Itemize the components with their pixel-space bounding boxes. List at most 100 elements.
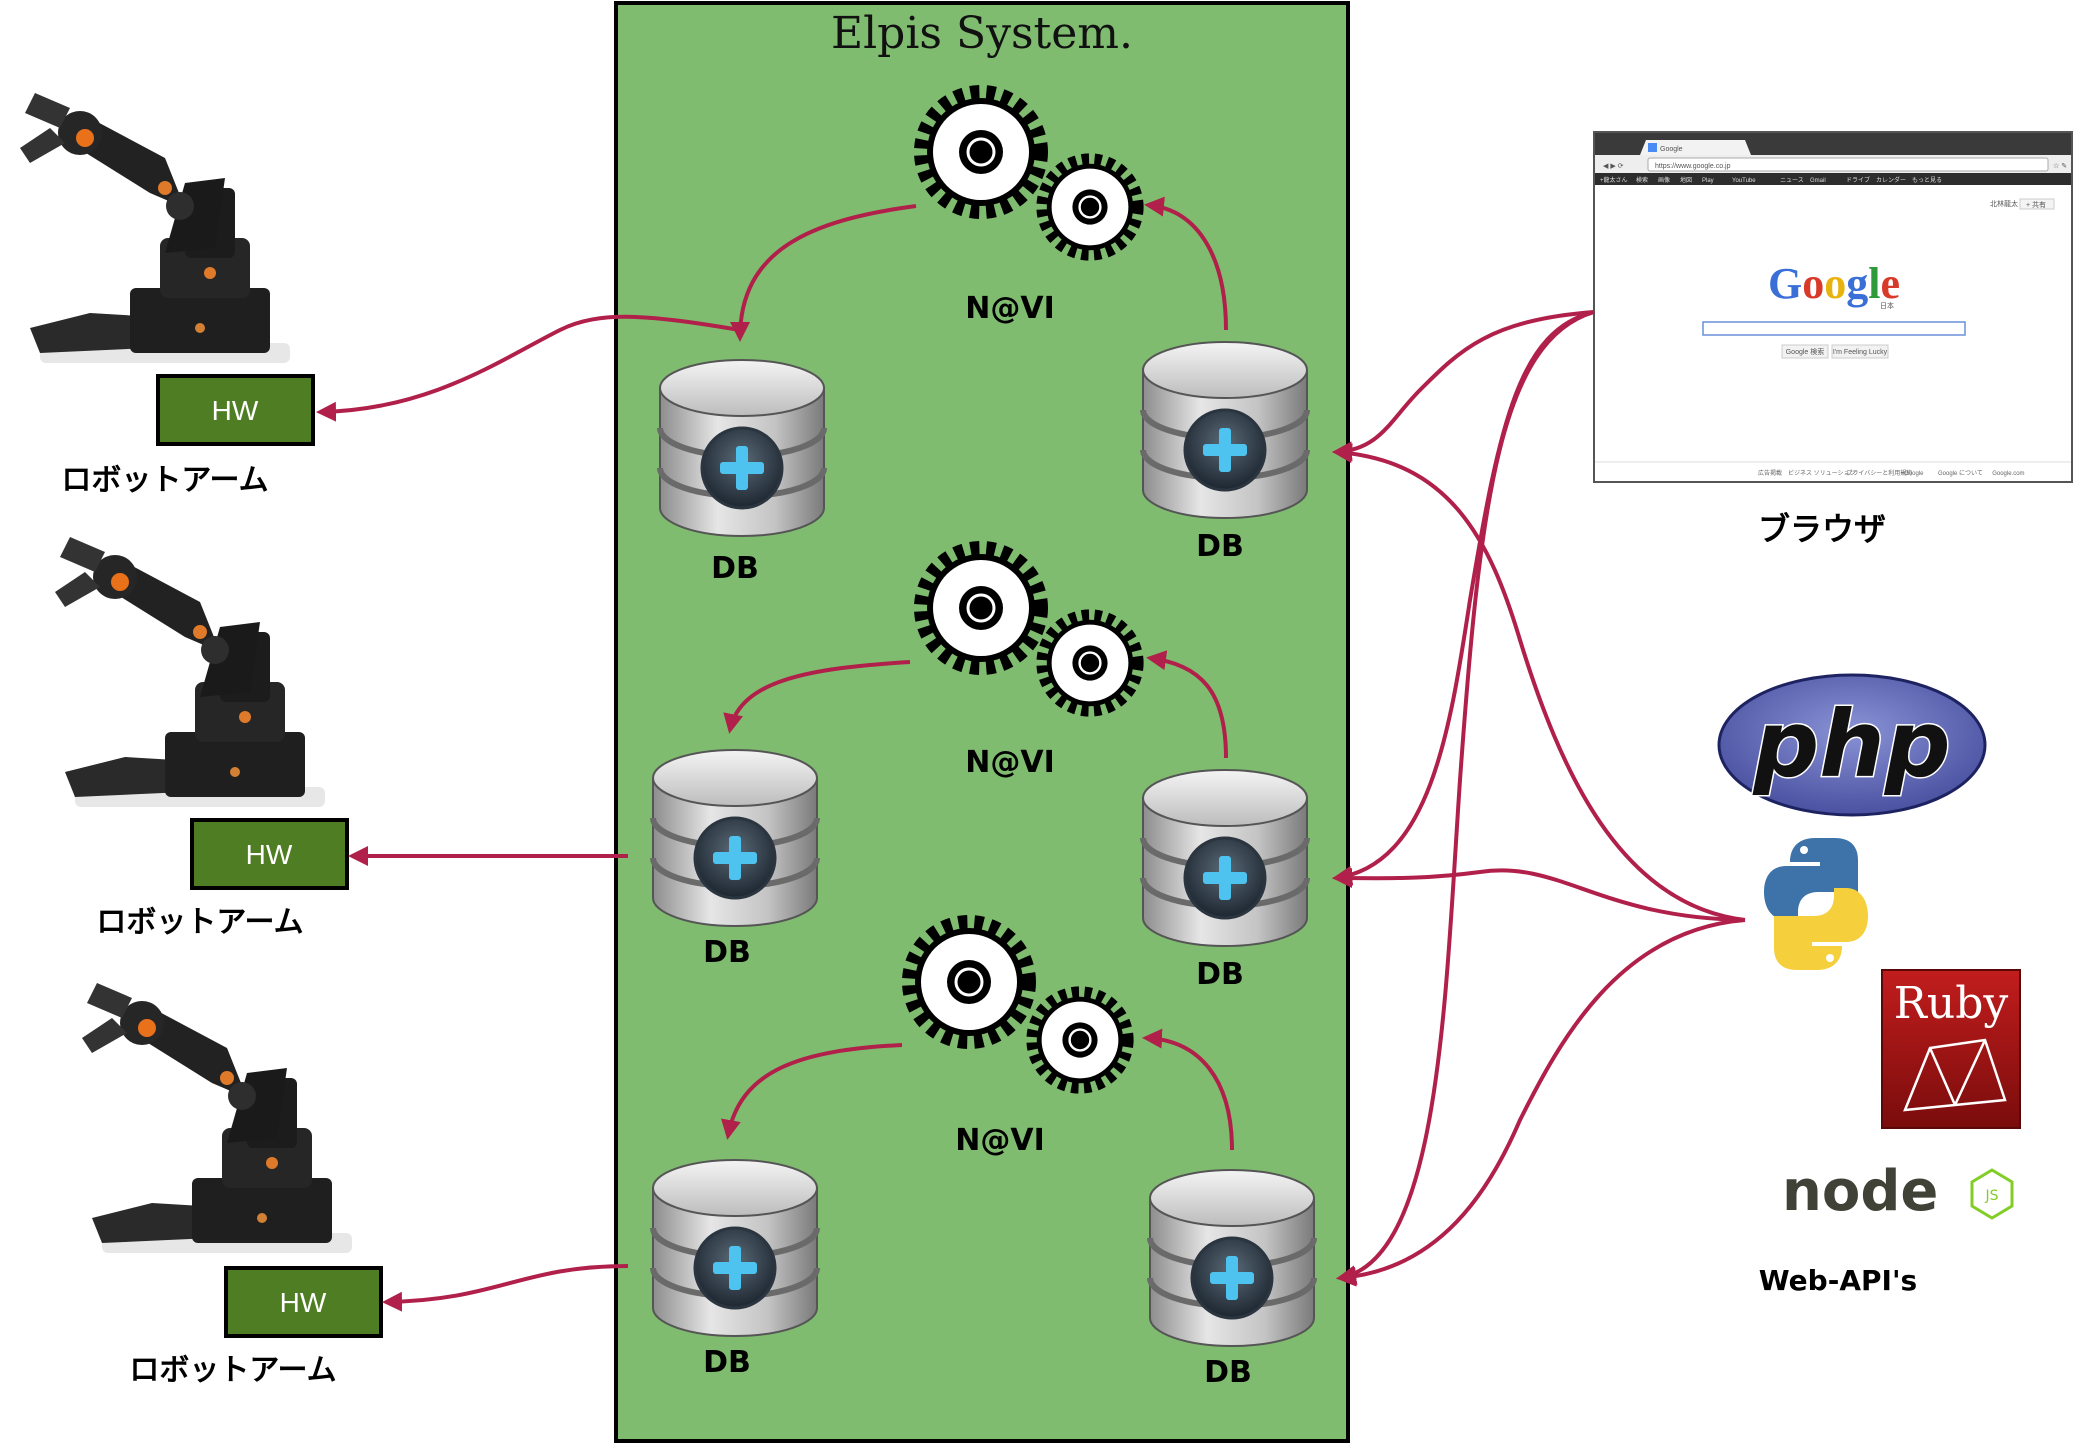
address-url: https://www.google.co.jp bbox=[1655, 163, 1731, 170]
robot-arm-image bbox=[82, 983, 352, 1253]
node-text: node bbox=[1782, 1159, 1938, 1224]
hw-arrows bbox=[316, 314, 741, 1312]
browser-tab bbox=[1640, 140, 1751, 155]
database-icon bbox=[1143, 770, 1307, 946]
footer-link: プライバシーと利用規約 bbox=[1846, 469, 1912, 477]
ruby-text: Ruby bbox=[1894, 978, 2009, 1029]
arrow-browser-to-db bbox=[1336, 310, 1595, 1285]
footer-link: +Google bbox=[1901, 471, 1925, 477]
robot-arm-2: HW ロボットアーム bbox=[55, 537, 349, 940]
google-bar-item: 検索 bbox=[1636, 176, 1648, 184]
robot-arm-image bbox=[20, 93, 290, 363]
lucky-button bbox=[1831, 344, 1889, 359]
database-icon bbox=[653, 1160, 817, 1336]
google-bar-item: Play bbox=[1702, 178, 1714, 184]
arrow-db-to-hw bbox=[316, 314, 741, 422]
arrow-db-to-hw bbox=[382, 1264, 629, 1312]
robot-label: ロボットアーム bbox=[96, 905, 303, 940]
ruby-logo: Ruby bbox=[1881, 969, 2021, 1129]
robot-label: ロボットアーム bbox=[129, 1353, 336, 1388]
web-api-label: Web-API's bbox=[1759, 1264, 1917, 1297]
browser-label: ブラウザ bbox=[1758, 510, 1886, 548]
google-bar-item: Gmail bbox=[1810, 178, 1826, 184]
navi-label: N@VI bbox=[965, 745, 1055, 780]
client-arrows bbox=[1332, 310, 1746, 1287]
arrow-api-to-db bbox=[1332, 443, 1746, 922]
db-left-3: DB bbox=[653, 1160, 817, 1380]
share-button bbox=[2019, 198, 2055, 210]
google-bar-item: もっと見る bbox=[1912, 177, 1942, 184]
google-search-box bbox=[1702, 321, 1966, 336]
share-label: + 共有 bbox=[2026, 200, 2046, 209]
db-right-2: DB bbox=[1143, 770, 1307, 992]
navi-gears-1: N@VI bbox=[921, 92, 1138, 326]
hw-label: HW bbox=[280, 1287, 327, 1318]
robot-arm-1: HW ロボットアーム bbox=[20, 93, 315, 498]
google-bar-item: ドライブ bbox=[1846, 176, 1870, 184]
node-hex-icon bbox=[1970, 1168, 2014, 1220]
footer-link: 広告掲載 bbox=[1758, 469, 1782, 477]
arrow-db-to-navi bbox=[1144, 196, 1228, 331]
db-right-3: DB bbox=[1150, 1170, 1314, 1390]
navi-label: N@VI bbox=[955, 1123, 1045, 1158]
arrow-db-to-navi bbox=[1146, 650, 1228, 759]
internal-arrows bbox=[721, 196, 1234, 1151]
db-left-2: DB bbox=[653, 750, 817, 970]
db-label: DB bbox=[703, 1345, 751, 1380]
browser-tab-title: Google bbox=[1660, 146, 1683, 153]
db-left-1: DB bbox=[660, 360, 824, 586]
node-js-text: JS bbox=[1984, 1188, 1998, 1204]
arrow-browser-to-db bbox=[1332, 310, 1595, 462]
db-label: DB bbox=[1204, 1355, 1252, 1390]
google-bar-item: 画像 bbox=[1658, 176, 1670, 184]
footer-link: Google.com bbox=[1992, 471, 2024, 477]
google-search-button-label: Google 検索 bbox=[1786, 347, 1825, 356]
browser-footer: 広告掲載ビジネス ソリューションプライバシーと利用規約+Google Google… bbox=[1758, 469, 2025, 477]
address-bar bbox=[1647, 157, 2049, 172]
footer-link: ビジネス ソリューション bbox=[1788, 469, 1856, 477]
arrow-navi-to-db bbox=[723, 660, 911, 734]
navi-gears-3: N@VI bbox=[909, 922, 1128, 1158]
robot-arm-3: HW ロボットアーム bbox=[82, 983, 383, 1388]
lucky-button-label: I'm Feeling Lucky bbox=[1833, 349, 1888, 356]
google-bar-item: YouTube bbox=[1732, 178, 1756, 184]
database-icon bbox=[1143, 342, 1307, 518]
arrow-api-to-db bbox=[1332, 868, 1746, 922]
robot-label: ロボットアーム bbox=[61, 463, 268, 498]
hw-box bbox=[156, 374, 315, 446]
google-logo-sub: 日本 bbox=[1880, 301, 1894, 310]
user-name: 北林龍太 bbox=[1990, 199, 2018, 208]
arrow-db-to-navi bbox=[1142, 1028, 1234, 1151]
back-icon: ◀ ▶ ⟳ bbox=[1603, 163, 1624, 170]
google-bar-item: 地図 bbox=[1680, 176, 1692, 184]
robot-arm-image bbox=[55, 537, 325, 807]
google-search-button bbox=[1781, 344, 1829, 359]
google-bar bbox=[1595, 173, 2071, 185]
google-bar-item: ニュース bbox=[1780, 177, 1804, 184]
arrow-navi-to-db bbox=[730, 204, 917, 342]
php-text: php bbox=[1752, 691, 1950, 798]
hw-label: HW bbox=[212, 395, 259, 426]
wrench-icon: ☆ ✎ bbox=[2053, 162, 2067, 170]
browser-window: Google ◀ ▶ ⟳ https://www.google.co.jp ☆ … bbox=[1593, 131, 2073, 548]
system-title: Elpis System. bbox=[831, 8, 1133, 59]
google-favicon-icon bbox=[1648, 143, 1657, 152]
nodejs-logo: node JS bbox=[1782, 1159, 2014, 1224]
db-label: DB bbox=[1196, 529, 1244, 564]
google-bar-item: +龍太さん bbox=[1600, 176, 1628, 184]
hw-box bbox=[224, 1266, 383, 1338]
db-right-1: DB bbox=[1143, 342, 1307, 564]
database-icon bbox=[653, 750, 817, 926]
google-logo: Google bbox=[1768, 259, 1900, 308]
hw-label: HW bbox=[246, 839, 293, 870]
footer-link: Google について bbox=[1938, 470, 1983, 477]
database-icon bbox=[1150, 1170, 1314, 1346]
database-icon bbox=[660, 360, 824, 536]
hw-box bbox=[190, 818, 349, 890]
navi-label: N@VI bbox=[965, 291, 1055, 326]
navi-gears-2: N@VI bbox=[921, 548, 1138, 780]
arrow-api-to-db bbox=[1336, 918, 1746, 1287]
db-label: DB bbox=[703, 935, 751, 970]
